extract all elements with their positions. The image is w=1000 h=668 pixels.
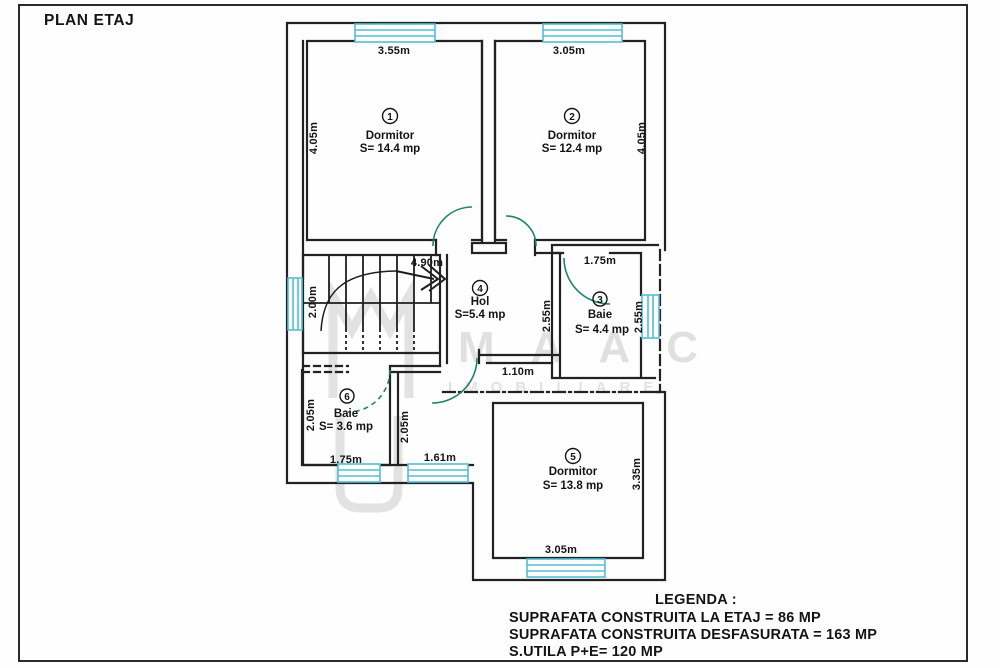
room6-area: S= 3.6 mp	[319, 421, 373, 433]
room3-area: S= 4.4 mp	[575, 324, 629, 336]
dim-room6-width: 1.75m	[330, 454, 362, 466]
window	[641, 294, 660, 339]
dim-room5-height: 3.35m	[631, 458, 643, 490]
partition-walls	[470, 39, 508, 255]
stair-treads-lower	[345, 303, 415, 332]
room6-name: Baie	[334, 408, 358, 420]
watermark-text-secondary: IMOBILIARE	[448, 379, 666, 396]
page-border	[18, 4, 968, 662]
room6-number-circle	[339, 388, 355, 404]
exterior-inner-lines	[301, 39, 475, 467]
window	[542, 23, 623, 43]
room6-label: 6 Baie S= 3.6 mp	[319, 388, 373, 433]
dim-corridor-width: 1.10m	[502, 366, 534, 378]
stair-direction-curve	[320, 270, 397, 332]
window-panes	[292, 278, 299, 330]
room3-number: 3	[597, 295, 603, 306]
window-panes	[355, 29, 435, 37]
dim-room3-width: 1.75m	[584, 255, 616, 267]
watermark-logo-icon	[328, 278, 414, 398]
room4-number-circle	[471, 279, 489, 297]
legend: LEGENDA : SUPRAFATA CONSTRUITA LA ETAJ =…	[509, 592, 877, 660]
room3-number-circle	[592, 291, 608, 307]
door-arc-room1	[432, 206, 473, 247]
window-panes	[543, 29, 622, 37]
dim-hall-width: 1.61m	[424, 452, 456, 464]
door-arc-room3	[563, 257, 611, 305]
page-title: PLAN ETAJ	[44, 12, 134, 29]
dim-room3-height-right: 2.55m	[633, 301, 645, 333]
stairwell-walls	[301, 253, 449, 368]
room1-number-circle	[381, 107, 399, 125]
room6-number: 6	[344, 392, 350, 403]
dim-room5-width: 3.05m	[545, 544, 577, 556]
dim-room2-height: 4.05m	[636, 122, 648, 154]
legend-heading: LEGENDA :	[655, 592, 737, 608]
room1-label: 1 Dormitor S= 14.4 mp	[360, 107, 420, 155]
room5-name: Dormitor	[549, 466, 598, 478]
stair-treads-dashed	[345, 335, 415, 351]
window-panes	[338, 469, 380, 477]
window-panes	[647, 295, 654, 338]
dim-stairs-width: 2.00m	[307, 286, 319, 318]
room2-number-circle	[563, 107, 581, 125]
room1-number: 1	[387, 112, 393, 123]
stairs	[303, 255, 447, 351]
dim-room3-height-left: 2.55m	[541, 300, 553, 332]
dim-room1-height: 4.05m	[308, 122, 320, 154]
door-arc-room6	[347, 369, 391, 413]
room-labels: 1 Dormitor S= 14.4 mp 2 Dormitor S= 12.4…	[319, 107, 629, 492]
room4-area: S=5.4 mp	[455, 309, 506, 321]
exterior-outline	[285, 21, 667, 582]
room5-label: 5 Dormitor S= 13.8 mp	[543, 447, 603, 492]
legend-line-2: SUPRAFATA CONSTRUITA DESFASURATA = 163 M…	[509, 627, 877, 643]
window	[354, 23, 436, 43]
room1-name: Dormitor	[366, 130, 415, 142]
dim-room6-height: 2.05m	[305, 399, 317, 431]
dim-mid-height: 2.05m	[399, 411, 411, 443]
room5-number-circle	[564, 447, 582, 465]
dimension-labels: 3.55m 3.05m 4.05m 4.05m 4.90m 2.00m 1.75…	[305, 45, 648, 556]
room4-number: 4	[477, 284, 483, 295]
window-panes	[527, 564, 605, 572]
legend-line-1: SUPRAFATA CONSTRUITA LA ETAJ = 86 MP	[509, 610, 821, 626]
room5-number: 5	[570, 452, 576, 463]
window	[526, 558, 606, 578]
window	[287, 277, 303, 331]
stair-direction-arrow-icon	[395, 264, 447, 292]
doors	[347, 206, 611, 413]
watermark-logo-icon	[335, 416, 403, 513]
room6-dashed-wall	[301, 364, 350, 374]
door-arc-room2	[505, 215, 537, 247]
room2-label: 2 Dormitor S= 12.4 mp	[542, 107, 602, 155]
dim-stairs-length: 4.90m	[411, 257, 443, 269]
room1-area: S= 14.4 mp	[360, 143, 420, 155]
room2-name: Dormitor	[548, 130, 597, 142]
legend-line-3: S.UTILA P+E= 120 MP	[509, 644, 663, 660]
dim-room1-width: 3.55m	[378, 45, 410, 57]
door-arc-room5	[431, 357, 478, 404]
corridor-walls	[477, 348, 560, 365]
room2-number: 2	[569, 112, 575, 123]
room3-walls	[550, 243, 660, 380]
room4-name: Hol	[471, 296, 490, 308]
room2-area: S= 12.4 mp	[542, 143, 602, 155]
dim-room2-width: 3.05m	[553, 45, 585, 57]
room5-area: S= 13.8 mp	[543, 480, 603, 492]
room5-walls	[491, 401, 645, 560]
room6-walls	[300, 364, 442, 467]
room3-label: 3 Baie S= 4.4 mp	[575, 291, 629, 336]
window	[337, 463, 381, 483]
window	[407, 463, 469, 483]
room4-label: 4 Hol S=5.4 mp	[455, 279, 506, 321]
windows	[287, 23, 660, 578]
window-panes	[408, 469, 468, 477]
room3-name: Baie	[588, 309, 612, 321]
